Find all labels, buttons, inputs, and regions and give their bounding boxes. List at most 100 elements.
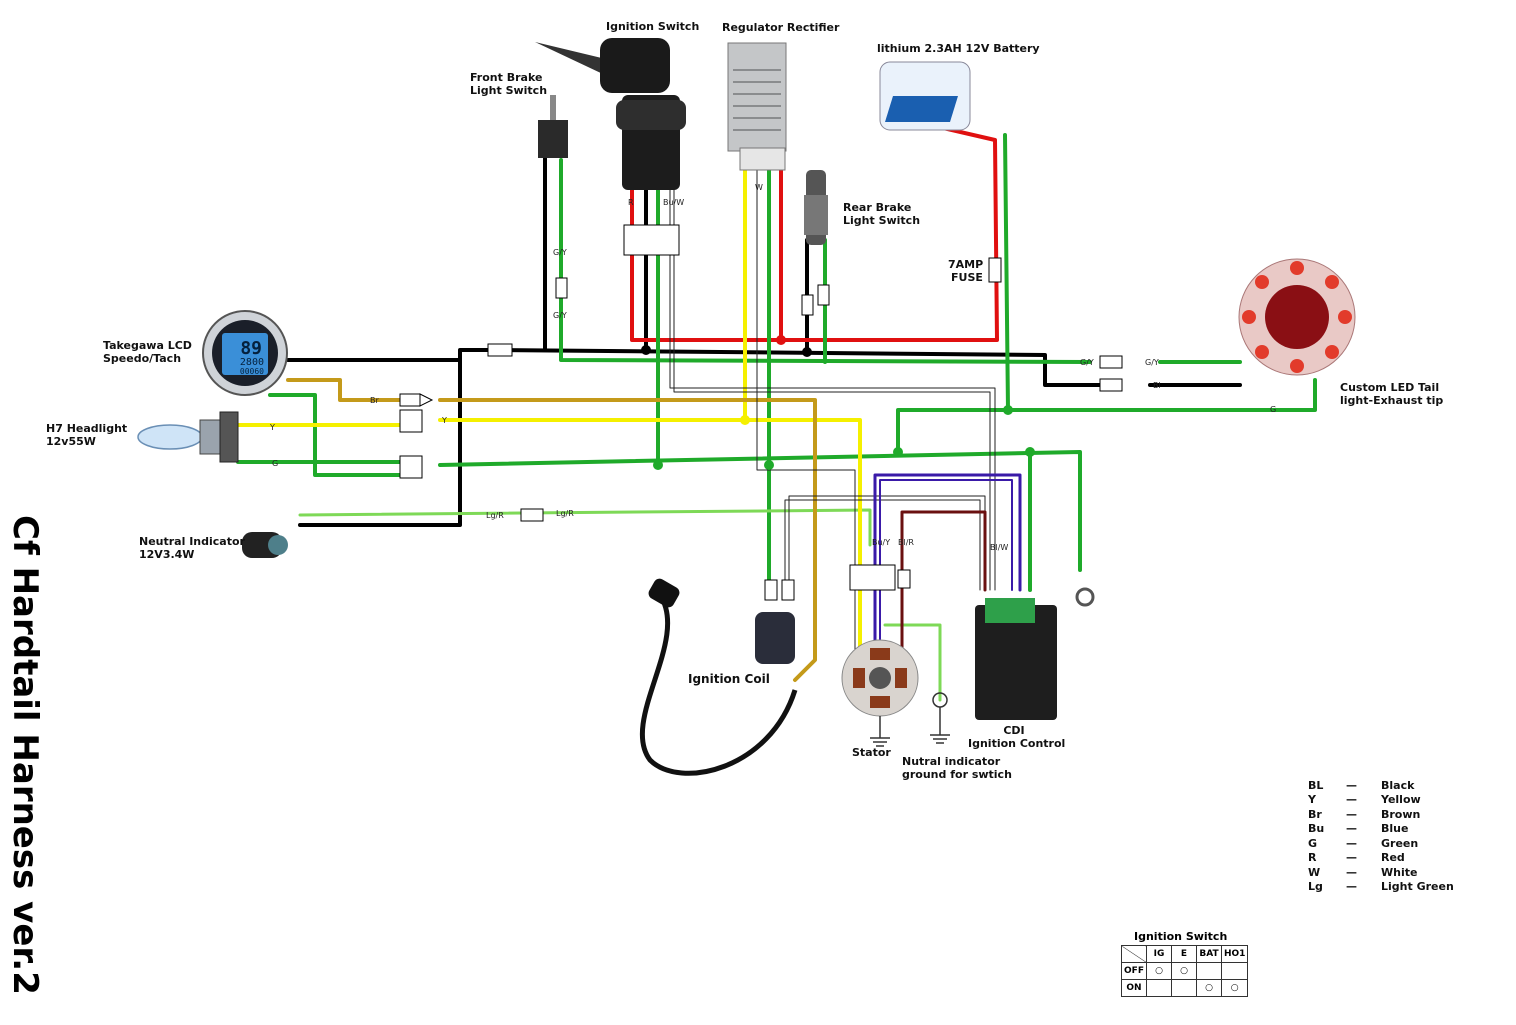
ignition-table-title: Ignition Switch [1134,930,1228,943]
label-line: Speedo/Tach [103,352,182,365]
label-line: ground for swtich [902,768,1012,781]
table-cell [1220,962,1249,980]
table-cell: ○ [1146,962,1172,980]
label-line: 7AMP [948,258,984,271]
wire-brown-main [438,398,817,682]
ignition-switch [535,38,686,190]
rear-brake-switch [804,170,828,245]
lamp-lens [268,535,288,555]
table-row-label: ON [1121,979,1147,997]
wire-bw-ignition-b [673,184,991,591]
wire-code: Y [441,416,447,425]
wire-red-battery [630,123,999,342]
ignition-coil [639,578,798,776]
junction-dot [653,460,663,470]
legend-row: W—White [1308,865,1418,879]
connector [1099,355,1123,369]
table-row: IG E BAT HO1 [1121,945,1249,963]
wire-green-cdi-ground [896,408,1010,454]
wire-bw-coil [784,499,981,591]
connector [520,508,544,522]
legend-row: Br—Brown [1308,807,1421,821]
stator [841,639,919,717]
neutral-indicator-lamp [242,532,288,558]
switch-plunger [550,95,556,120]
bulb-base [199,419,223,455]
connector [623,224,680,256]
regulator-rectifier [727,42,787,171]
label-speedo: Takegawa LCD Speedo/Tach [103,339,192,365]
tail-inner [1265,285,1329,349]
label-line: FUSE [951,271,983,284]
switch-collar [616,100,686,130]
wire-black-bus [498,348,1102,387]
reg-body [727,42,787,152]
wire-black-ground-vertical [298,358,462,527]
table-cell: ○ [1171,962,1197,980]
wire-code: R [628,198,634,207]
table-cell: ○ [1196,979,1222,997]
cdi-unit [975,598,1057,720]
label-neutral-indicator: Neutral Indicator 12V3.4W [139,535,245,561]
table-header: BAT [1196,945,1222,963]
plug-cap [648,578,680,608]
wire-blue-cdi [873,473,1022,642]
label-line: Takegawa LCD [103,339,192,352]
speedo-value-top: 89 [240,338,262,359]
key-head [600,38,670,93]
wire-code: Bl/W [990,543,1008,552]
ground-symbols [870,692,950,747]
connector [487,343,513,357]
label-headlight: H7 Headlight 12v55W [46,422,127,448]
wire-code: G/Y [1080,358,1094,367]
wire-code: G/Y [553,248,567,257]
junction-dot [1025,447,1035,457]
wires [236,123,1317,702]
wire-code: G [1270,405,1276,414]
table-row: OFF ○ ○ [1121,962,1249,980]
label-line: 12v55W [46,435,96,448]
label-line: Neutral Indicator [139,535,245,548]
label-line: Ignition Control [968,737,1066,750]
label-line: Front Brake [470,71,543,84]
junction-dot [641,345,651,355]
junction-dot [740,415,750,425]
wire-green-battery [1003,133,1317,412]
connector [399,409,423,433]
speedo-value-bottom: 00060 [240,367,264,376]
table-row-label: OFF [1121,962,1147,980]
label-line: H7 Headlight [46,422,128,435]
legend-row: Bu—Blue [1308,822,1409,836]
junction-dot [802,347,812,357]
speedometer: 89 2800 00060 [202,310,288,396]
stator-hub [869,667,891,689]
label-line: 12V3.4W [139,548,195,561]
wire-code: W [755,183,763,192]
connector [781,579,795,601]
label-line: Light Switch [843,214,921,227]
wire-code: Lg/R [486,511,504,520]
wire-lightgreen-neutral [298,508,872,547]
wire-code: Br [370,396,379,405]
label-fuse: 7AMP FUSE [948,258,983,284]
wire-brown-speedo [286,378,402,402]
legend-row: G—Green [1308,836,1419,850]
label-battery: lithium 2.3AH 12V Battery [877,42,1040,55]
speedo-value-mid: 2800 [240,357,264,368]
cdi-plug [985,598,1035,623]
connector [399,455,423,479]
connector [817,284,830,306]
tail-light [1238,258,1356,376]
bulb-glass [137,424,203,450]
wire-bw-ignition [669,184,996,591]
wire-code: Lg/R [556,509,574,518]
wire-green-ground-main [438,450,1082,572]
table-cell [1196,962,1222,980]
speedo-lcd [222,333,268,375]
label-tail-light: Custom LED Tail light-Exhaust tip [1340,381,1443,407]
junction-dot [776,335,786,345]
connector [555,277,568,299]
connector [419,393,434,407]
wire-code: Bu/W [663,198,684,207]
